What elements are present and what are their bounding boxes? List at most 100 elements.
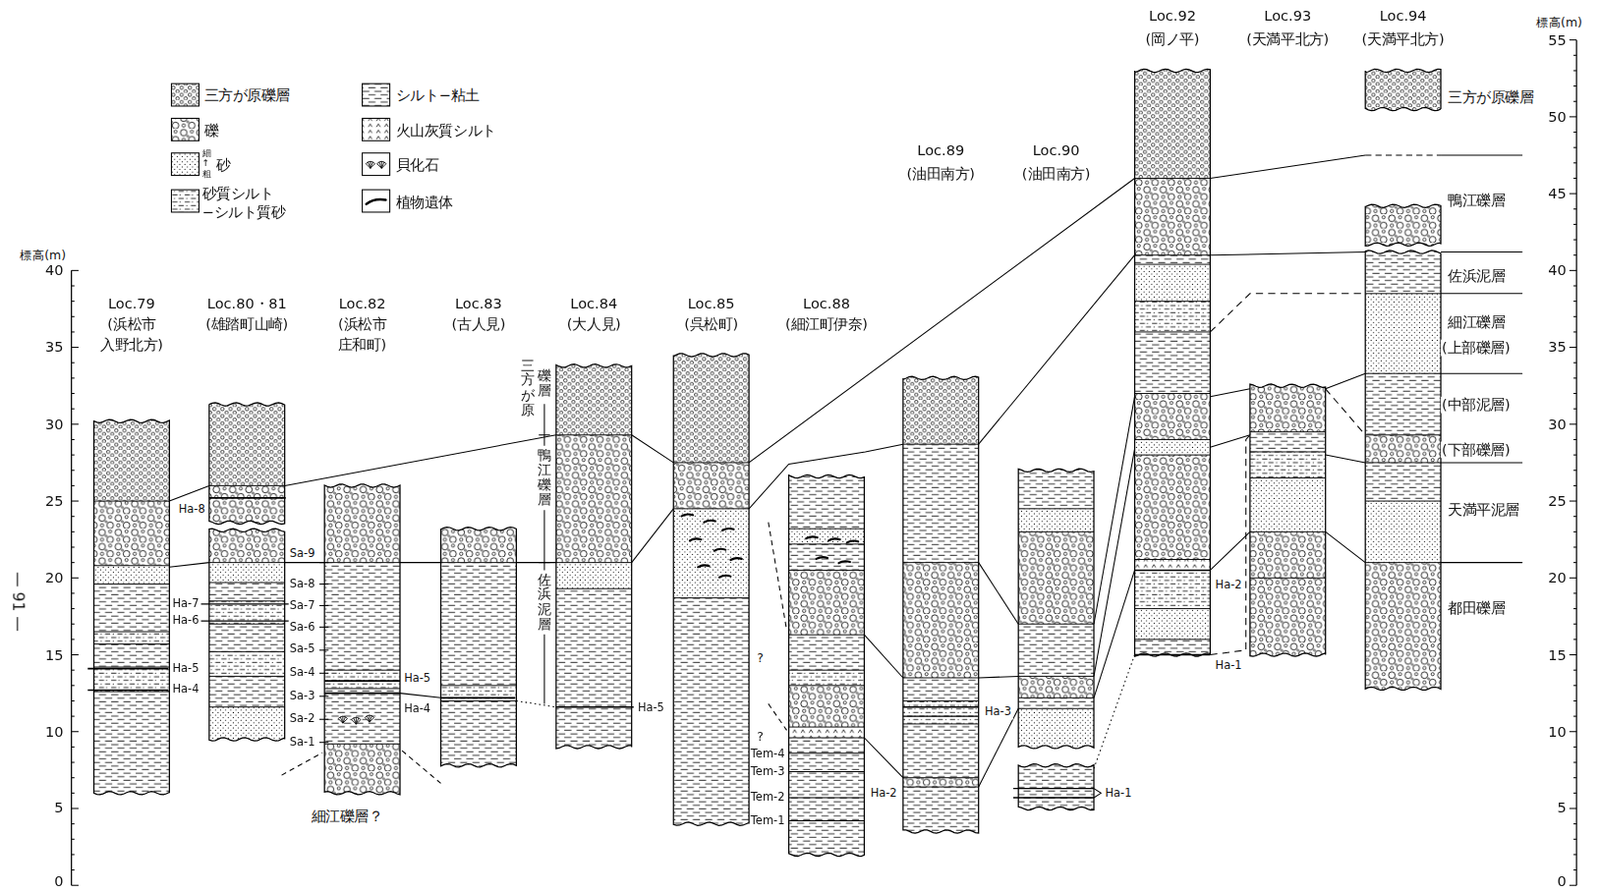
section-label: Ha-4	[171, 683, 200, 697]
stratum	[1362, 201, 1444, 248]
stratum-boundary	[789, 738, 865, 740]
swatch-pattern	[362, 83, 391, 107]
stratum	[785, 727, 867, 739]
axis-tick	[71, 670, 75, 672]
swatch-pattern	[171, 117, 199, 141]
stratum-boundary	[1135, 254, 1211, 256]
column-strata	[90, 417, 172, 799]
axis-tick	[71, 823, 75, 825]
axis-tick	[71, 455, 75, 457]
swatch-border	[362, 189, 391, 213]
horizon-marker	[789, 752, 865, 754]
axis-tick	[71, 562, 75, 564]
locality-name: (古人見)	[431, 314, 526, 336]
axis-tick	[1573, 254, 1577, 256]
section-label: 三方が原礫層	[1446, 88, 1535, 106]
section-label: Sa-5	[288, 643, 317, 658]
stratum	[1362, 435, 1444, 463]
locality-number: Loc.85	[664, 292, 759, 314]
section-label: ?	[755, 650, 765, 666]
stratum	[900, 787, 982, 837]
stratum	[785, 738, 867, 859]
legend-swatch	[362, 189, 391, 213]
axis-tick	[1569, 423, 1577, 425]
column-strata	[1015, 761, 1097, 813]
correlation-line	[1209, 435, 1250, 656]
column-ground	[670, 350, 752, 829]
section-label: 40	[44, 262, 65, 280]
stratum	[670, 598, 752, 829]
stratum	[1247, 577, 1329, 659]
plant-remains	[697, 565, 709, 568]
dashed-line	[768, 703, 788, 731]
section-label: Ha-5	[171, 662, 200, 677]
stratum	[1131, 455, 1213, 560]
section-label: 三方が原	[520, 358, 534, 417]
axis-tick	[1573, 638, 1577, 640]
axis-tick	[1573, 55, 1577, 57]
unit-boundary	[1440, 373, 1523, 375]
axis-tick	[1573, 624, 1577, 626]
axis-tick	[71, 731, 79, 733]
legend-swatch	[171, 153, 199, 176]
correlation-line	[1209, 389, 1250, 398]
stratum	[553, 588, 635, 751]
section-label: Sa-7	[288, 599, 317, 614]
section-label: 15	[44, 646, 65, 664]
sample-tick	[319, 695, 329, 697]
stratum-boundary	[789, 670, 865, 672]
correlation-line	[1325, 531, 1366, 563]
section-label: 細江礫層？	[310, 807, 385, 825]
axis-tick	[71, 839, 75, 841]
unit-boundary	[1440, 461, 1523, 463]
column-section: Loc.82(浜松市 庄和町)	[324, 485, 400, 794]
stratum-boundary	[209, 562, 286, 564]
section-label: Sa-4	[288, 666, 317, 681]
horizon-marker	[1013, 788, 1094, 790]
section-label: 30	[44, 415, 65, 433]
unit-boundary	[1440, 154, 1523, 156]
swatch-pattern	[362, 117, 391, 141]
stratum-boundary	[1365, 434, 1441, 436]
stratum-boundary	[94, 583, 171, 585]
axis-tick	[1569, 115, 1577, 117]
correlation-line	[515, 562, 556, 564]
stratum	[90, 584, 172, 633]
axis-tick	[71, 546, 75, 548]
section-label: 40	[1546, 262, 1568, 280]
column-strata	[553, 361, 635, 751]
correlation-line	[1209, 155, 1366, 178]
locality-name: (呉松町)	[664, 314, 759, 336]
stratum	[553, 435, 635, 564]
stratum-boundary	[1135, 608, 1211, 610]
correlation-line	[169, 485, 209, 502]
column-ground	[321, 481, 403, 798]
axis-tick	[1573, 670, 1577, 672]
locality-number: Loc.83	[431, 292, 526, 314]
column-strata	[206, 526, 288, 744]
column-ground	[1015, 466, 1097, 752]
bracket-line	[543, 403, 545, 447]
stratum	[1131, 439, 1213, 456]
section-label: Sa-1	[288, 736, 317, 750]
axis-tick	[1573, 546, 1577, 548]
horizon-marker	[903, 706, 979, 708]
column-section: Loc.90(油田南方)	[1018, 470, 1094, 809]
plant-remains	[828, 538, 840, 541]
axis-tick	[1573, 208, 1577, 210]
axis-tick	[71, 316, 75, 318]
correlation-line	[1325, 455, 1366, 463]
axis-tick	[71, 346, 79, 348]
correlation-line	[400, 562, 442, 564]
legend-text: 礫	[204, 121, 220, 139]
stratum-boundary	[903, 562, 979, 564]
axis-tick	[1573, 177, 1577, 179]
stratum	[1015, 509, 1097, 532]
correlation-line	[863, 634, 903, 679]
correlation-line	[285, 435, 557, 487]
section-label: Sa-9	[288, 547, 317, 562]
column-section: Loc.79(浜松市 入野北方)	[94, 421, 171, 795]
stratum-boundary	[1135, 570, 1211, 572]
stratum	[1247, 382, 1329, 433]
axis-tick	[1569, 346, 1577, 348]
